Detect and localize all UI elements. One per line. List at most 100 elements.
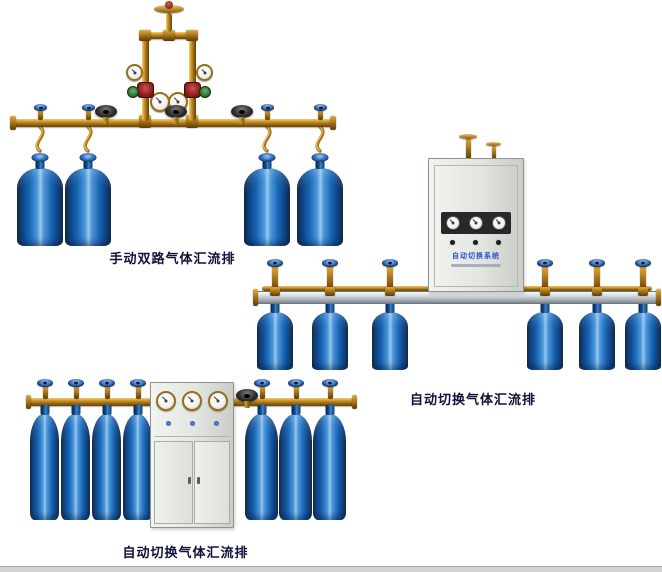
station-valve-stem xyxy=(38,110,43,120)
station-valve-stem xyxy=(542,266,548,292)
pipe-tee-fitting xyxy=(186,30,198,41)
rail-junction-block xyxy=(325,287,335,296)
gas-cylinder xyxy=(527,312,563,370)
station-valve-stem xyxy=(327,266,333,292)
cabinet-pressure-gauge xyxy=(182,391,202,411)
cabinet-divider xyxy=(154,436,230,437)
station-valve-wheel xyxy=(34,104,47,111)
gas-cylinder xyxy=(245,414,278,520)
station-valve-stem xyxy=(265,110,270,120)
page-bottom-rule xyxy=(0,566,662,572)
station-valve-wheel xyxy=(68,379,84,387)
station-valve-wheel xyxy=(589,259,605,267)
station-valve-stem xyxy=(294,386,299,399)
pipe-end-cap xyxy=(10,116,16,130)
station-valve-wheel xyxy=(382,259,398,267)
pipe-tee-fitting xyxy=(163,30,175,41)
cabinet-pressure-gauge xyxy=(492,216,506,230)
regulator-bonnet xyxy=(127,86,139,98)
cabinet-knob xyxy=(496,240,501,245)
station-valve-wheel xyxy=(254,379,270,387)
gas-cylinder xyxy=(372,312,408,370)
station-valve-stem xyxy=(594,266,600,292)
cabinet-pressure-gauge xyxy=(208,391,228,411)
cabinet-indicator-light xyxy=(166,421,171,426)
gas-cylinder xyxy=(257,312,293,370)
cabinet-pressure-gauge xyxy=(469,216,483,230)
station-valve-wheel xyxy=(37,379,53,387)
gas-cylinder xyxy=(123,414,152,520)
gas-cylinder xyxy=(312,312,348,370)
pipe-end-cap xyxy=(352,395,357,409)
rail-junction-block xyxy=(270,287,280,296)
caption-manual-dual-manifold: 手动双路气体汇流排 xyxy=(109,251,236,266)
cabinet-subtext-line xyxy=(451,264,501,267)
cabinet-door-panel xyxy=(434,165,518,287)
station-valve-wheel xyxy=(314,104,327,111)
cabinet-top-valve-handle xyxy=(459,134,477,139)
pipe-tee-fitting xyxy=(139,30,151,41)
pipe-end-cap xyxy=(330,116,336,130)
rail-junction-block xyxy=(592,287,602,296)
cabinet-top-valve-handle xyxy=(486,142,501,146)
door-handle xyxy=(188,477,191,484)
rail-end-cap xyxy=(253,289,258,306)
cabinet-knob xyxy=(473,240,478,245)
shutoff-valve-handwheel xyxy=(165,105,187,118)
cabinet-door xyxy=(194,441,230,524)
station-valve-stem xyxy=(105,386,110,399)
station-valve-wheel xyxy=(130,379,146,387)
outlet-stub-pipe xyxy=(166,13,172,32)
station-valve-stem xyxy=(136,386,141,399)
gas-cylinder xyxy=(579,312,615,370)
gas-cylinder xyxy=(92,414,121,520)
gas-cylinder xyxy=(17,168,63,246)
gas-cylinder xyxy=(625,312,661,370)
station-valve-wheel xyxy=(288,379,304,387)
shutoff-valve-handwheel xyxy=(236,389,258,402)
regulator-bonnet xyxy=(199,86,211,98)
station-valve-wheel xyxy=(322,259,338,267)
station-valve-wheel xyxy=(635,259,651,267)
outlet-valve-handle xyxy=(154,5,184,13)
gas-cylinder xyxy=(30,414,59,520)
rail-junction-block xyxy=(540,287,550,296)
station-valve-wheel xyxy=(322,379,338,387)
cabinet-top-valve-stem xyxy=(466,138,471,159)
gas-cylinder xyxy=(297,168,343,246)
cabinet-indicator-light xyxy=(190,421,195,426)
cabinet-pressure-gauge xyxy=(156,391,176,411)
door-handle xyxy=(197,477,200,484)
station-valve-stem xyxy=(328,386,333,399)
station-valve-stem xyxy=(86,110,91,120)
station-valve-stem xyxy=(640,266,646,292)
rail-junction-block xyxy=(638,287,648,296)
gas-cylinder xyxy=(61,414,90,520)
gas-cylinder xyxy=(65,168,111,246)
station-valve-stem xyxy=(74,386,79,399)
station-valve-wheel xyxy=(537,259,553,267)
station-valve-wheel xyxy=(261,104,274,111)
riser-pipe xyxy=(189,36,196,121)
cabinet-knob xyxy=(450,240,455,245)
station-valve-stem xyxy=(318,110,323,120)
station-valve-wheel xyxy=(267,259,283,267)
shutoff-valve-handwheel xyxy=(95,105,117,118)
outlet-valve-knob xyxy=(165,1,173,9)
caption-auto-switch-wall: 自动切换气体汇流排 xyxy=(409,392,536,407)
gas-cylinder xyxy=(313,414,346,520)
station-valve-stem xyxy=(387,266,393,292)
station-valve-wheel xyxy=(82,104,95,111)
cabinet-top-valve-stem xyxy=(492,146,496,159)
cabinet-label: 自动切换系统 xyxy=(452,253,500,260)
cabinet-indicator-light xyxy=(214,421,219,426)
station-valve-stem xyxy=(272,266,278,292)
pipe-end-cap xyxy=(26,395,31,409)
station-valve-stem xyxy=(260,386,265,399)
cabinet-door xyxy=(154,441,193,524)
station-valve-stem xyxy=(43,386,48,399)
